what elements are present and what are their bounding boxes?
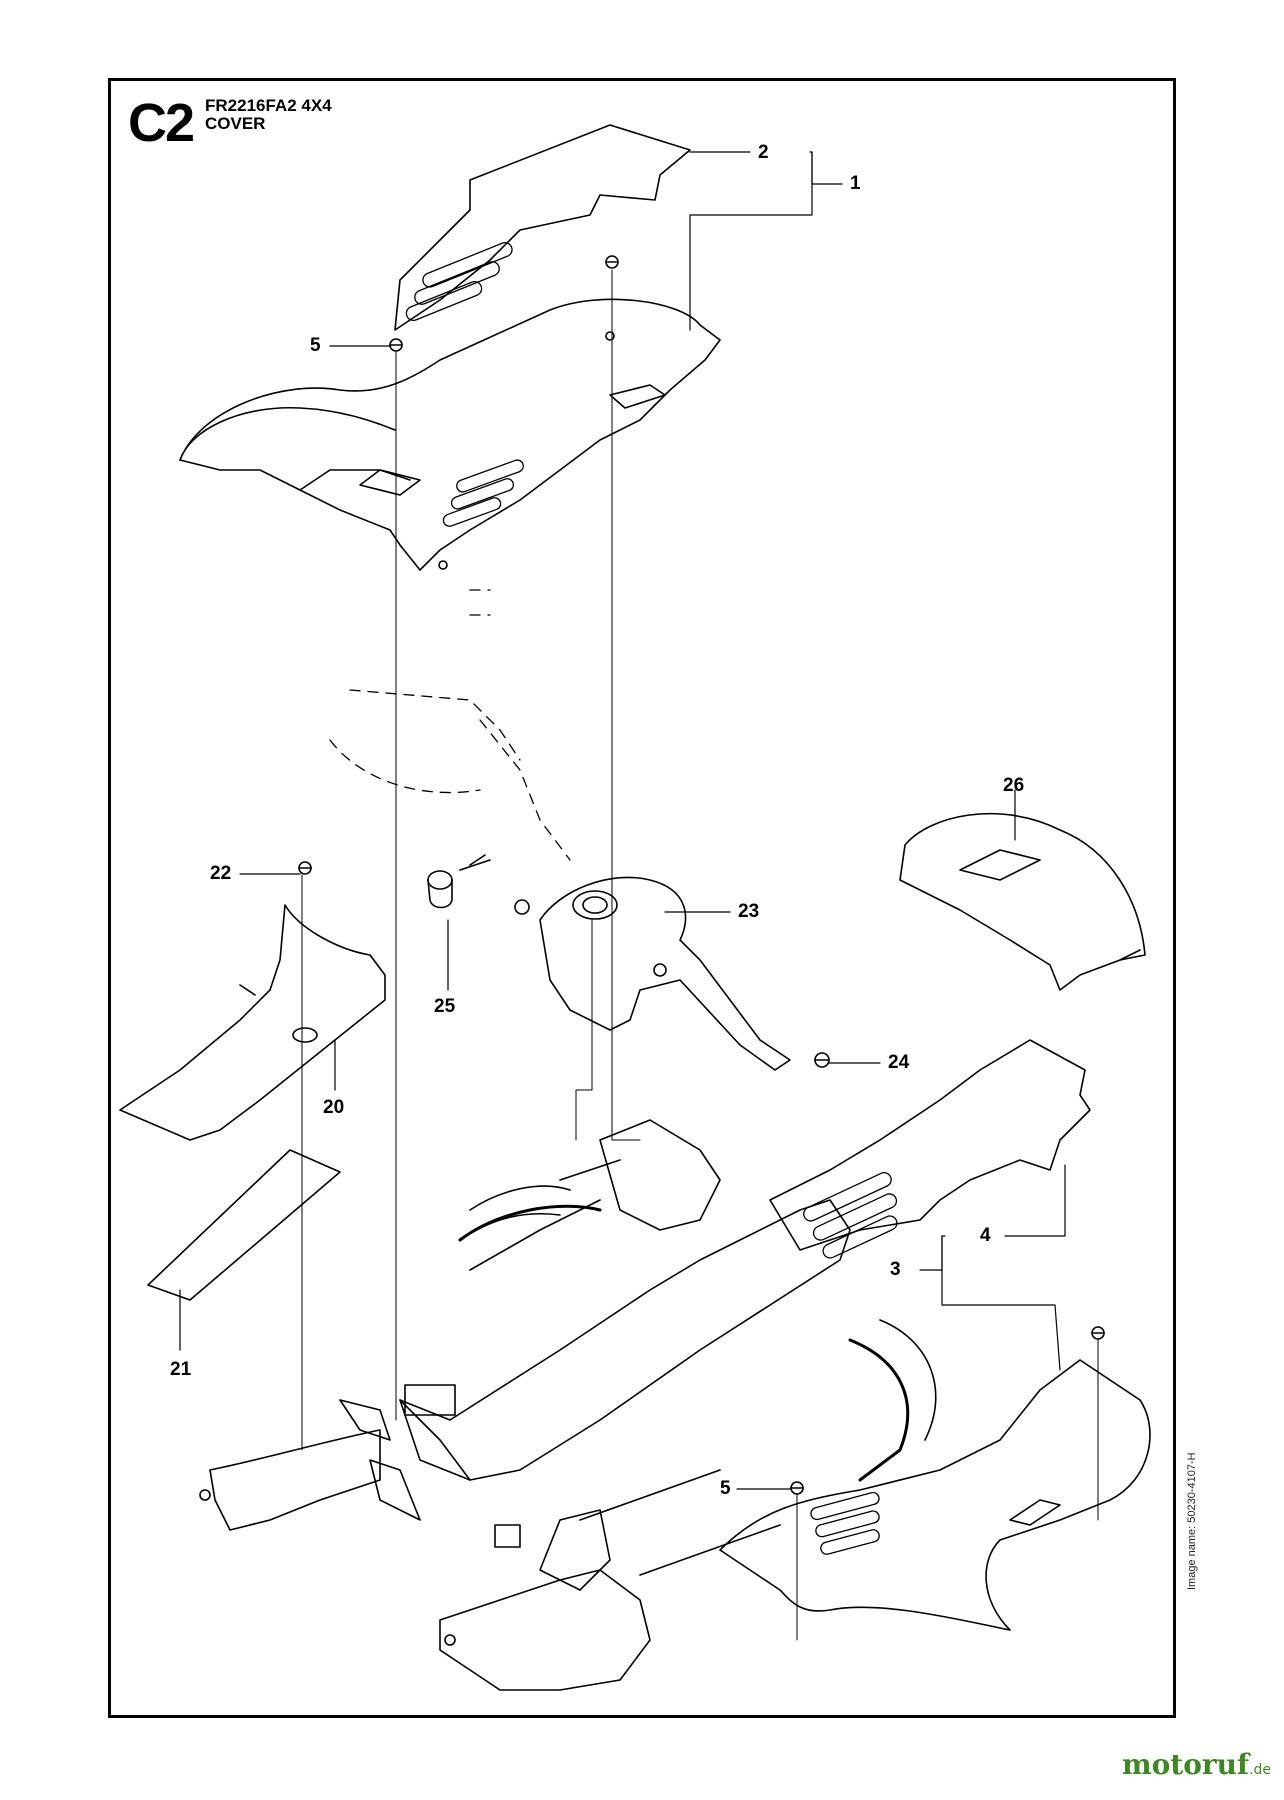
part-1-top-cover (179, 298, 721, 571)
callout-20: 20 (323, 1097, 345, 1118)
callout-3: 3 (890, 1259, 901, 1280)
callout-1: 1 (850, 173, 861, 194)
diagram-title: COVER (205, 114, 266, 133)
part-26-rear-cover (899, 812, 1146, 991)
image-name-label: Image name: 50230-4107-H (1186, 1452, 1198, 1590)
callout-26: 26 (1003, 775, 1025, 796)
part-20-side-plate (119, 904, 386, 1141)
assembly-lines (301, 269, 1099, 1641)
watermark-brand: motoruf (1122, 1748, 1250, 1781)
callout-25: 25 (434, 996, 456, 1017)
callout-23: 23 (738, 901, 760, 922)
drawing-frame (108, 78, 1176, 1718)
model-name: FR2216FA2 4X4 (205, 96, 332, 115)
section-code: C2 (128, 93, 195, 153)
steering-column-hidden (329, 589, 571, 861)
leader-lines (179, 151, 1066, 1490)
screw-5-top (389, 255, 619, 352)
part-3-rear-fender (719, 1359, 1151, 1631)
part-4-rear-mat (769, 1039, 1091, 1259)
nut-23 (514, 899, 530, 915)
screw-22 (298, 861, 312, 875)
part-24-bolt (814, 1052, 830, 1068)
part-23-column-housing (539, 876, 791, 1071)
chassis-frame (199, 1119, 937, 1691)
screw-5-bottom (790, 1326, 1105, 1495)
callout-24: 24 (888, 1052, 910, 1073)
callout-2: 2 (758, 142, 769, 163)
callout-21: 21 (170, 1359, 192, 1380)
callout-4: 4 (980, 1225, 991, 1246)
watermark-logo: motoruf.de (1122, 1748, 1271, 1781)
watermark-suffix: .de (1249, 1762, 1272, 1778)
callout-5-top: 5 (310, 335, 321, 356)
part-25-bushing (427, 854, 491, 909)
part-2-top-mat (394, 124, 691, 331)
callout-5-bottom: 5 (720, 1478, 731, 1499)
callout-22: 22 (210, 863, 232, 884)
part-21-strip (147, 1149, 341, 1301)
